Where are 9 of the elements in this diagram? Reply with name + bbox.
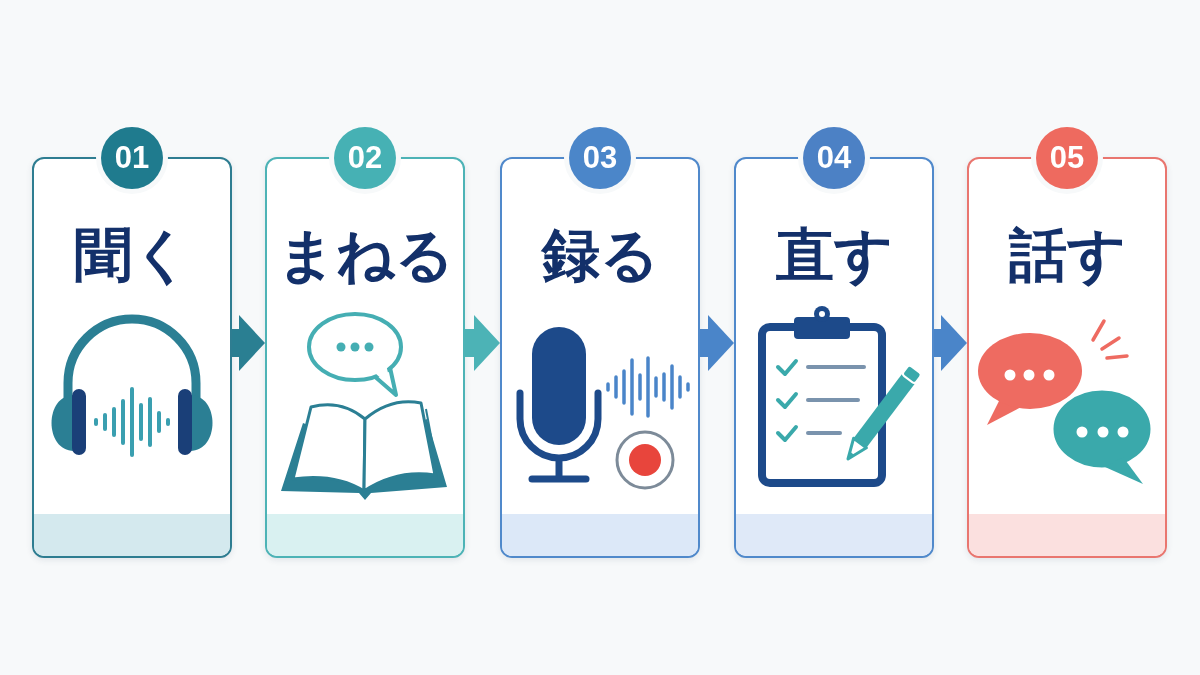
arrow [465, 315, 500, 371]
arrow [700, 315, 734, 371]
step-title: まねる [276, 220, 454, 290]
step-title: 直す [775, 220, 893, 290]
arrow [232, 315, 265, 371]
step-title: 話す [1008, 220, 1126, 290]
arrow [934, 315, 967, 371]
step-title: 録る [541, 220, 659, 290]
step-title: 聞く [73, 220, 191, 290]
